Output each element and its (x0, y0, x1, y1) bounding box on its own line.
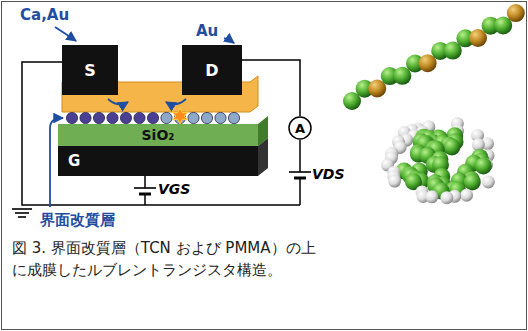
interface-molecule (80, 112, 91, 123)
interface-molecule (93, 112, 104, 123)
ground-symbol (12, 208, 32, 210)
interface-molecule (228, 112, 239, 123)
interface-molecule (201, 112, 212, 123)
vds-wire (299, 178, 301, 205)
material-label: Ca,Au (20, 6, 69, 24)
battery-symbol (289, 171, 311, 173)
sio2-layer: SiO₂ (58, 124, 258, 146)
atom-sphere (443, 138, 460, 155)
atom-sphere (425, 190, 438, 203)
ammeter-circle (289, 117, 311, 139)
battery-symbol (294, 177, 306, 180)
circuit-wire (242, 60, 300, 116)
voltage-label: VDS (312, 166, 345, 182)
source-electrode: S (62, 45, 118, 95)
node-text: G (68, 152, 80, 170)
interface-molecule (134, 112, 145, 123)
material-label: Au (196, 22, 218, 40)
gate-electrode: G (58, 146, 258, 176)
interface-molecule (188, 112, 199, 123)
ground-symbol (15, 212, 29, 214)
interface-molecule (147, 112, 158, 123)
interface-molecule (120, 112, 131, 123)
injection-arrow (108, 99, 128, 104)
ground-symbol (18, 216, 26, 218)
battery-symbol (139, 193, 151, 196)
layer-label: 界面改質層 (40, 211, 115, 230)
drain-electrode: D (182, 45, 242, 95)
interface-molecule (66, 112, 77, 123)
atom-sphere (460, 189, 473, 202)
atom-sphere (388, 175, 401, 188)
leader-arrow (224, 38, 234, 43)
interface-molecule (215, 112, 226, 123)
ammeter-symbol: A (288, 116, 312, 140)
battery-symbol (134, 187, 156, 189)
atom-sphere (507, 4, 525, 22)
vgs-wire (144, 194, 146, 205)
tcn-molecule-model (343, 4, 525, 110)
injection-arrow (166, 99, 186, 104)
vds-wire (299, 140, 301, 172)
atom-sphere (475, 157, 492, 174)
interface-molecules (66, 112, 239, 123)
rubrene-molecule-model (381, 117, 495, 204)
node-text: A (295, 121, 305, 136)
vgs-wire (144, 176, 146, 188)
atom-sphere (464, 174, 481, 191)
charge-spark (172, 108, 188, 124)
atom-sphere (482, 175, 495, 188)
voltage-label: VGS (158, 181, 190, 197)
interface-molecule (107, 112, 118, 123)
leader-arrow (55, 27, 76, 41)
gate-side-face (258, 138, 268, 176)
node-text: S (84, 61, 96, 80)
node-text: SiO₂ (142, 127, 175, 143)
interface-molecule (161, 112, 172, 123)
figure-caption: 図 3. 界面改質層（TCN および PMMA）の上 に成膜したルブレントランジ… (12, 238, 330, 282)
node-text: D (205, 61, 218, 80)
atom-sphere (440, 191, 453, 204)
